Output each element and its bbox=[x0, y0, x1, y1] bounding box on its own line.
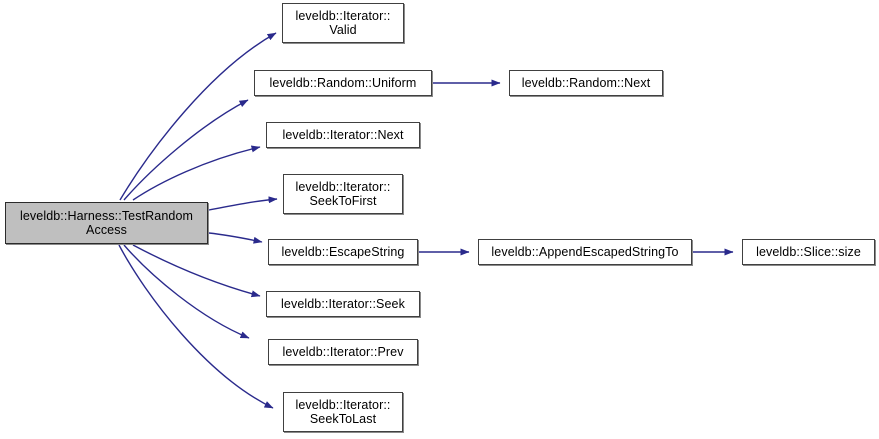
node-label: leveldb::Iterator::Seek bbox=[281, 297, 405, 311]
node-label: leveldb::Iterator:: SeekToLast bbox=[295, 398, 391, 426]
node-escapestring[interactable]: leveldb::EscapeString bbox=[268, 239, 418, 265]
node-iterator-seektofirst[interactable]: leveldb::Iterator:: SeekToFirst bbox=[283, 174, 403, 214]
edge-root-to-valid bbox=[119, 32, 277, 201]
edge-root-to-seektofirst bbox=[208, 196, 278, 211]
node-label: leveldb::Iterator::Next bbox=[282, 128, 404, 142]
edge-root-to-seektolast bbox=[118, 244, 274, 409]
node-label: leveldb::Iterator:: SeekToFirst bbox=[295, 180, 391, 208]
node-label: leveldb::Harness::TestRandom Access bbox=[19, 209, 194, 237]
node-label: leveldb::Random::Uniform bbox=[269, 76, 417, 90]
node-appendescapedstringto[interactable]: leveldb::AppendEscapedStringTo bbox=[478, 239, 692, 265]
node-iterator-seek[interactable]: leveldb::Iterator::Seek bbox=[266, 291, 420, 317]
node-iterator-seektolast[interactable]: leveldb::Iterator:: SeekToLast bbox=[283, 392, 403, 432]
node-harness-testrandomaccess[interactable]: leveldb::Harness::TestRandom Access bbox=[5, 202, 208, 244]
node-label: leveldb::EscapeString bbox=[281, 245, 405, 259]
edge-root-to-iternext bbox=[132, 145, 261, 201]
node-slice-size[interactable]: leveldb::Slice::size bbox=[742, 239, 875, 265]
node-iterator-valid[interactable]: leveldb::Iterator:: Valid bbox=[282, 3, 404, 43]
node-label: leveldb::Iterator:: Valid bbox=[295, 9, 391, 37]
edge-root-to-escapestring bbox=[208, 232, 263, 244]
node-iterator-next[interactable]: leveldb::Iterator::Next bbox=[266, 122, 420, 148]
node-label: leveldb::Slice::size bbox=[756, 245, 861, 259]
node-random-next[interactable]: leveldb::Random::Next bbox=[509, 70, 663, 96]
node-label: leveldb::AppendEscapedStringTo bbox=[491, 245, 679, 259]
edge-root-to-seek bbox=[132, 244, 261, 298]
node-random-uniform[interactable]: leveldb::Random::Uniform bbox=[254, 70, 432, 96]
edge-root-to-prev bbox=[123, 244, 250, 339]
node-label: leveldb::Iterator::Prev bbox=[282, 345, 404, 359]
edge-root-to-uniform bbox=[123, 99, 249, 201]
node-iterator-prev[interactable]: leveldb::Iterator::Prev bbox=[268, 339, 418, 365]
node-label: leveldb::Random::Next bbox=[521, 76, 651, 90]
